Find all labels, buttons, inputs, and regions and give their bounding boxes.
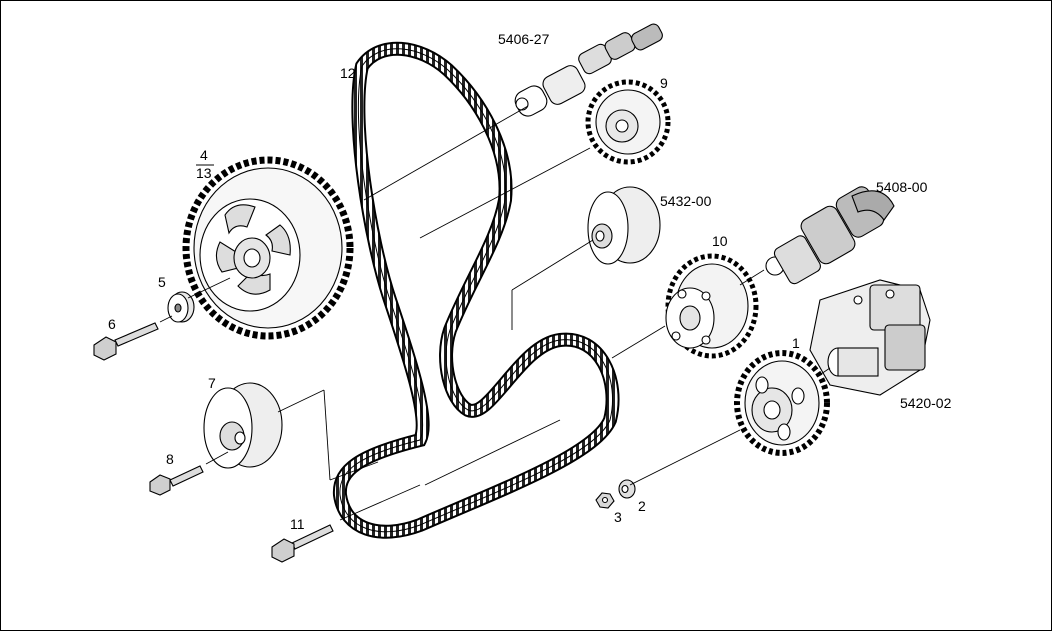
idler-pulley-icon xyxy=(587,186,661,265)
label-tensioner: 7 xyxy=(208,375,216,391)
tensioner-pulley-icon xyxy=(203,382,283,469)
label-bolt-11: 11 xyxy=(290,516,305,532)
leader-lines xyxy=(159,105,831,521)
camshaft-icon xyxy=(514,23,663,117)
label-injection-pump: 5420-02 xyxy=(900,395,952,411)
label-pump-gear: 1 xyxy=(792,335,800,351)
label-washer-2: 2 xyxy=(638,498,646,514)
washer-icon xyxy=(618,479,636,499)
camshaft-gear-icon xyxy=(585,79,671,165)
washer-icon xyxy=(167,291,195,323)
label-camshaft-gear: 9 xyxy=(660,75,668,91)
label-nut-3: 3 xyxy=(614,509,622,525)
label-washer-5: 5 xyxy=(158,274,166,290)
label-bolt-8: 8 xyxy=(166,451,174,467)
crank-gear-icon xyxy=(665,253,759,359)
crankshaft-icon xyxy=(765,186,895,285)
pump-gear-icon xyxy=(734,350,830,456)
label-bolt-6: 6 xyxy=(108,316,116,332)
large-cam-gear-icon xyxy=(182,156,354,340)
label-gear-fraction-top: 4 xyxy=(200,147,208,163)
label-belt: 12 xyxy=(340,65,356,81)
nut-icon xyxy=(595,492,615,509)
bolt-icon xyxy=(149,465,204,496)
label-gear-fraction-bottom: 13 xyxy=(196,165,212,181)
timing-belt xyxy=(332,41,620,539)
bolt-icon xyxy=(271,524,334,563)
callout-labels: 5406-27 12 9 4 13 5432-00 5408-00 10 5 6… xyxy=(108,31,952,532)
label-crankshaft: 5408-00 xyxy=(876,179,928,195)
bolt-icon xyxy=(93,322,159,361)
label-crank-gear: 10 xyxy=(712,233,728,249)
label-idler-assembly: 5432-00 xyxy=(660,193,712,209)
label-camshaft: 5406-27 xyxy=(498,31,550,47)
injection-pump-icon xyxy=(809,279,931,396)
